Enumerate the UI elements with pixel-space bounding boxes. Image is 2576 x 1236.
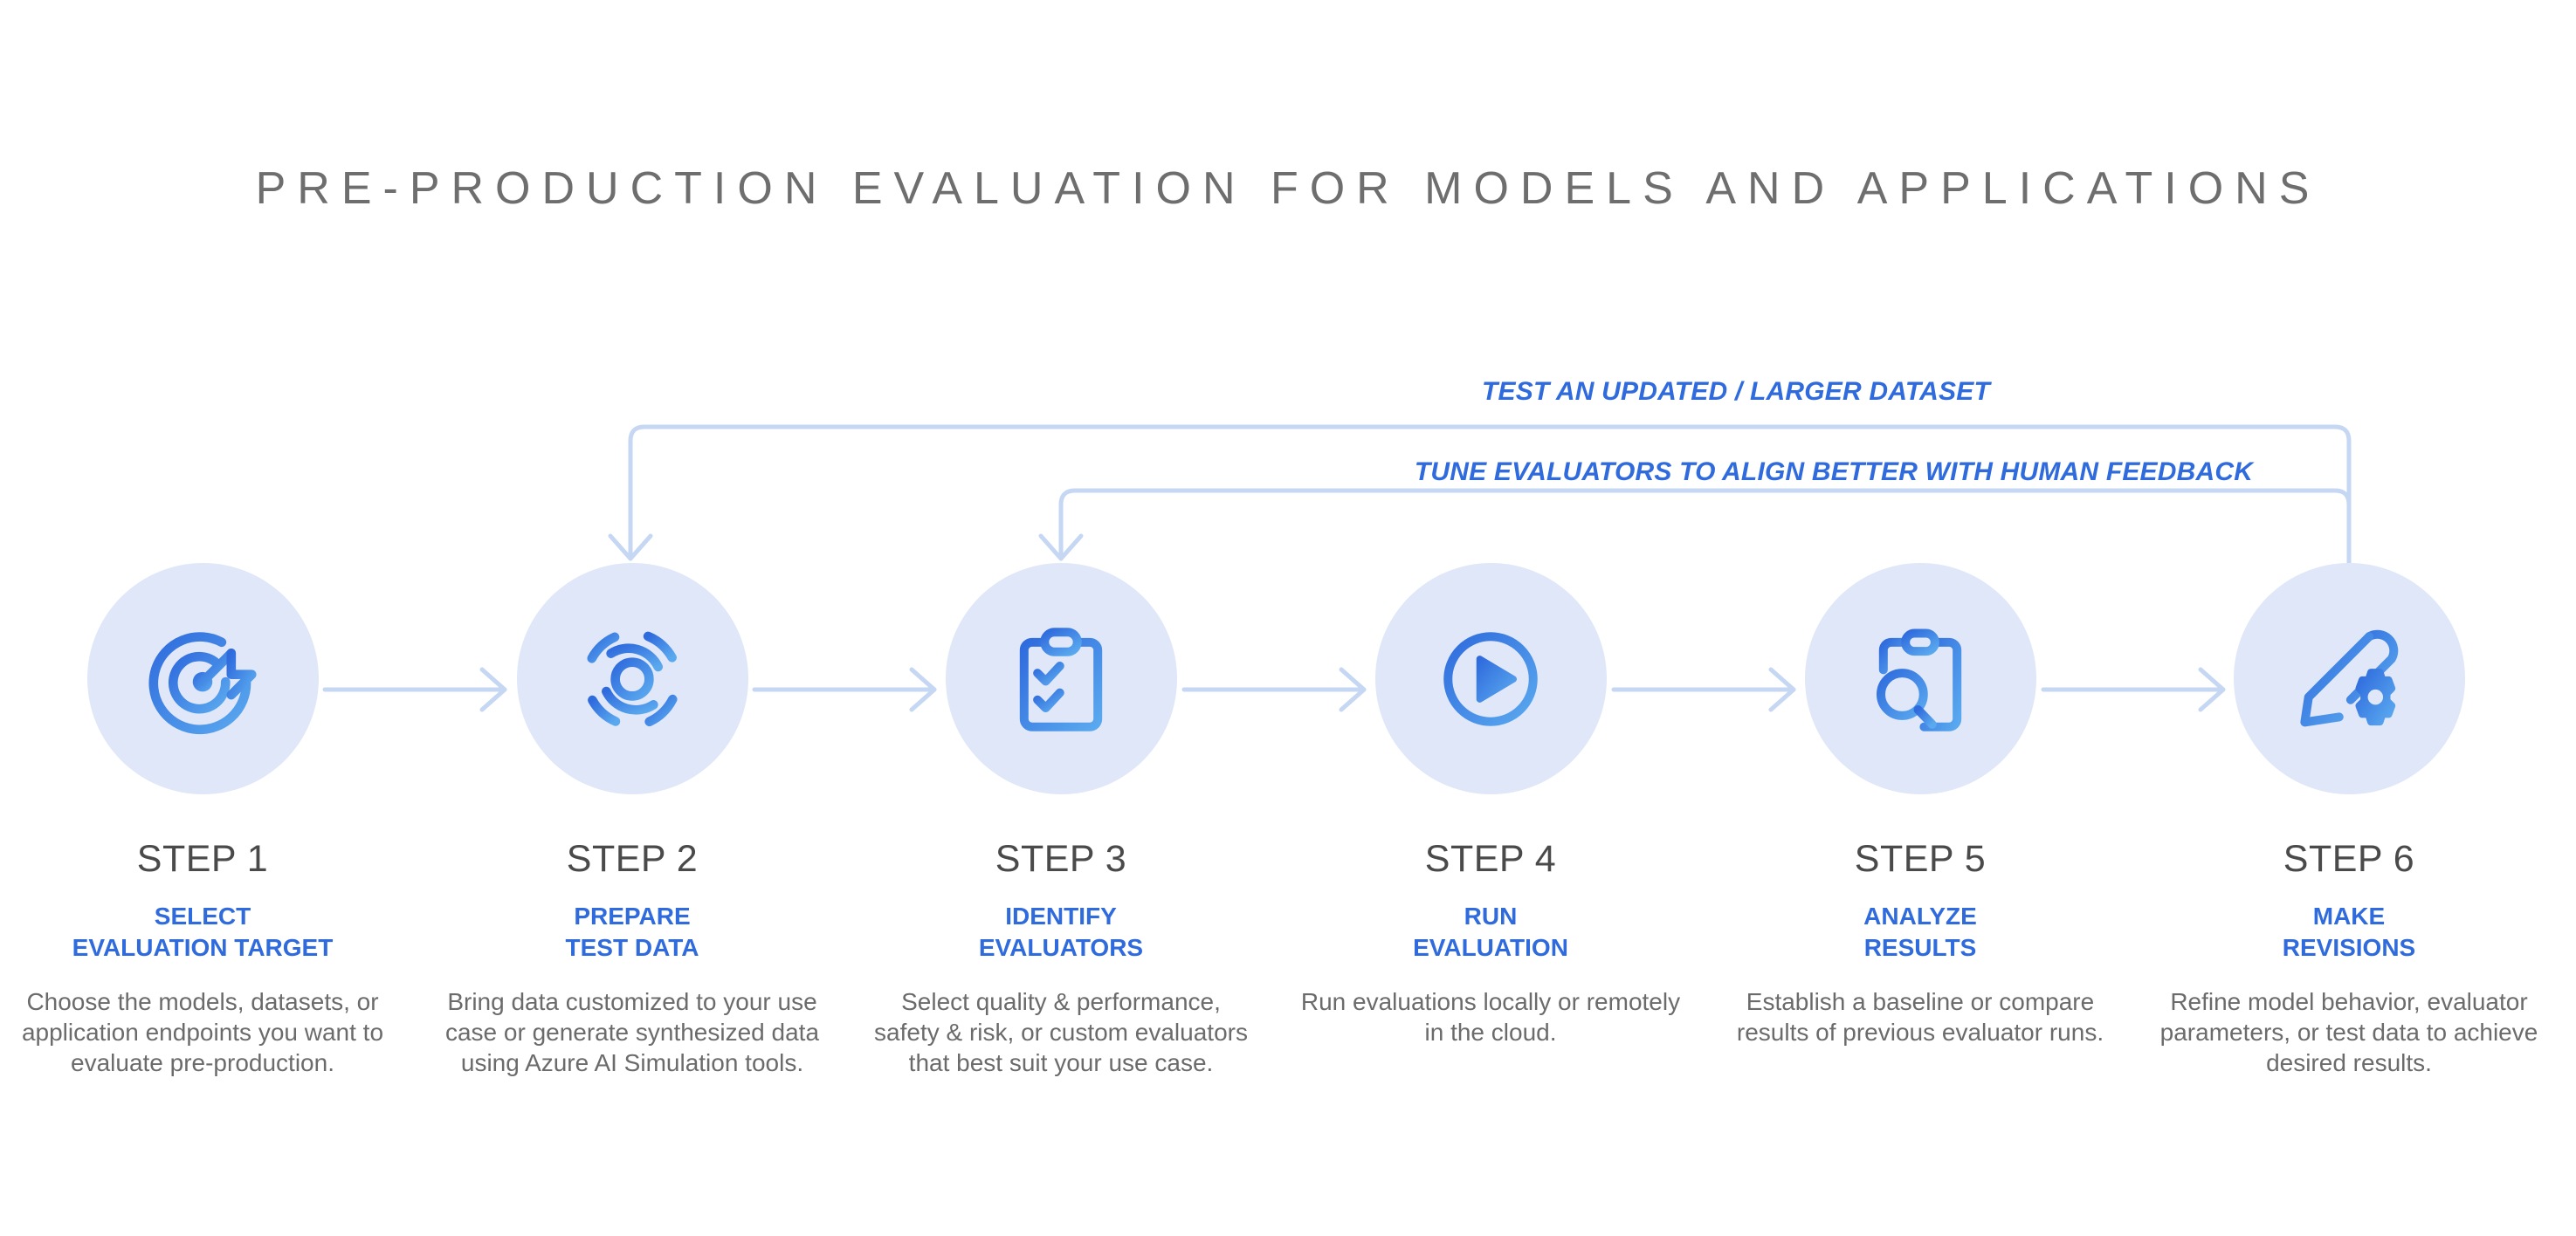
step-4-icon-circle bbox=[1374, 563, 1607, 794]
step-4-title-line2: EVALUATION bbox=[1413, 933, 1568, 961]
step-2-icon-circle bbox=[516, 563, 748, 794]
step-6-number: STEP 6 bbox=[2283, 838, 2415, 880]
step-4-title: RUN EVALUATION bbox=[1276, 901, 1705, 964]
connector-arrow-1-2 bbox=[322, 667, 507, 712]
step-6-title: MAKE REVISIONS bbox=[2134, 901, 2564, 964]
step-3-icon-circle bbox=[945, 563, 1177, 794]
step-5-title-line1: ANALYZE bbox=[1863, 903, 1977, 930]
step-3-number: STEP 3 bbox=[995, 838, 1127, 880]
step-3-title: IDENTIFY EVALUATORS bbox=[846, 901, 1276, 964]
step-1-title-line1: SELECT bbox=[154, 903, 251, 930]
step-2-title-line2: TEST DATA bbox=[565, 933, 699, 961]
step-5-number: STEP 5 bbox=[1854, 838, 1987, 880]
step-3-title-line1: IDENTIFY bbox=[1005, 903, 1117, 930]
feedback-loop-1-path bbox=[608, 424, 2352, 579]
step-5-description: Establish a baseline or compare results … bbox=[1736, 987, 2104, 1046]
step-4-number: STEP 4 bbox=[1424, 838, 1557, 880]
clipboard-search-icon bbox=[1876, 628, 1962, 731]
feedback-loop-1-label: TEST AN UPDATED / LARGER DATASET bbox=[1482, 377, 1990, 406]
step-6-icon-circle bbox=[2233, 563, 2465, 794]
step-card-3[interactable]: STEP 3 IDENTIFY EVALUATORS Select qualit… bbox=[846, 563, 1276, 1078]
step-1-title-line2: EVALUATION TARGET bbox=[72, 933, 334, 961]
step-2-description: Bring data customized to your use case o… bbox=[444, 987, 820, 1077]
feedback-loop-2-path bbox=[1038, 488, 2352, 579]
step-2-title-line1: PREPARE bbox=[574, 903, 691, 930]
step-5-title: ANALYZE RESULTS bbox=[1705, 901, 2135, 964]
step-1-description: Choose the models, datasets, or applicat… bbox=[21, 987, 384, 1077]
step-6-description: Refine model behavior, evaluator paramet… bbox=[2159, 987, 2538, 1077]
step-3-title-line2: EVALUATORS bbox=[978, 933, 1144, 961]
step-2-number: STEP 2 bbox=[566, 838, 699, 880]
step-3-description: Select quality & performance, safety & r… bbox=[874, 987, 1248, 1077]
step-5-title-line2: RESULTS bbox=[1863, 933, 1977, 961]
radar-data-icon bbox=[587, 631, 678, 726]
step-6-title-line1: MAKE bbox=[2312, 903, 2386, 930]
step-card-1[interactable]: STEP 1 SELECT EVALUATION TARGET Choose t… bbox=[0, 563, 417, 1078]
step-1-icon-circle bbox=[86, 563, 319, 794]
connector-arrow-5-6 bbox=[2041, 667, 2226, 712]
pencil-gear-icon bbox=[2300, 629, 2399, 726]
step-card-6[interactable]: STEP 6 MAKE REVISIONS Refine model behav… bbox=[2134, 563, 2564, 1078]
step-card-4[interactable]: STEP 4 RUN EVALUATION Run evaluations lo… bbox=[1276, 563, 1705, 1047]
step-1-number: STEP 1 bbox=[136, 838, 269, 880]
target-icon bbox=[148, 631, 257, 734]
connector-arrow-4-5 bbox=[1611, 667, 1796, 712]
play-circle-icon bbox=[1443, 631, 1538, 726]
step-card-5[interactable]: STEP 5 ANALYZE RESULTS Establish a basel… bbox=[1705, 563, 2135, 1047]
feedback-loop-2-label: TUNE EVALUATORS TO ALIGN BETTER WITH HUM… bbox=[1414, 457, 2254, 486]
step-4-title-line1: RUN bbox=[1464, 903, 1518, 930]
connector-arrow-2-3 bbox=[752, 667, 937, 712]
step-1-title: SELECT EVALUATION TARGET bbox=[0, 901, 417, 964]
step-5-icon-circle bbox=[1804, 563, 2036, 794]
step-2-title: PREPARE TEST DATA bbox=[417, 901, 847, 964]
step-4-description: Run evaluations locally or remotely in t… bbox=[1300, 987, 1681, 1046]
step-card-2[interactable]: STEP 2 PREPARE TEST DATA Bring data cust… bbox=[417, 563, 847, 1078]
step-6-title-line2: REVISIONS bbox=[2282, 933, 2416, 961]
page-title: PRE-PRODUCTION EVALUATION FOR MODELS AND… bbox=[255, 163, 2321, 214]
clipboard-checklist-icon bbox=[1019, 627, 1103, 731]
connector-arrow-3-4 bbox=[1181, 667, 1367, 712]
